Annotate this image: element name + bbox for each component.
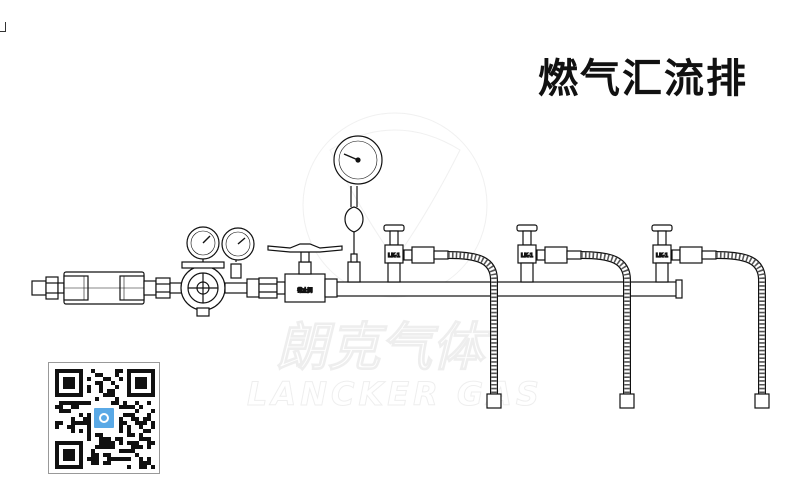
low-pressure-gauge [221, 227, 255, 279]
outlet-tag-2: LK-1 [521, 253, 534, 259]
outlet-valve-1: LK-1 [383, 224, 449, 283]
outlet-hose-3 [715, 251, 770, 409]
corner-crop-mark [0, 22, 6, 32]
watermark-chinese: 朗克气体 [276, 318, 491, 378]
shutoff-valve-tag: 截止阀 [297, 287, 312, 294]
shutoff-valve: 截止阀 [267, 243, 343, 303]
inline-filter [63, 271, 145, 305]
outlet-hose-2 [580, 251, 635, 409]
outlet-hose-1 [447, 251, 502, 409]
inlet-connector [31, 276, 65, 300]
page-title: 燃气汇流排 [538, 56, 748, 102]
qr-logo-icon [92, 406, 116, 430]
manifold-pressure-gauge [333, 135, 383, 283]
outlet-tag-1: LK-1 [388, 253, 401, 259]
outlet-tag-3: LK-1 [656, 253, 669, 259]
outlet-valve-2: LK-1 [516, 224, 582, 283]
outlet-valve-3: LK-1 [651, 224, 717, 283]
qr-code [48, 362, 160, 474]
high-pressure-gauge [186, 226, 220, 262]
regulator-outlet-fitting [224, 277, 286, 299]
inlet-fitting [143, 277, 183, 299]
pressure-regulator [180, 261, 226, 317]
qr-code-pattern [55, 369, 155, 469]
